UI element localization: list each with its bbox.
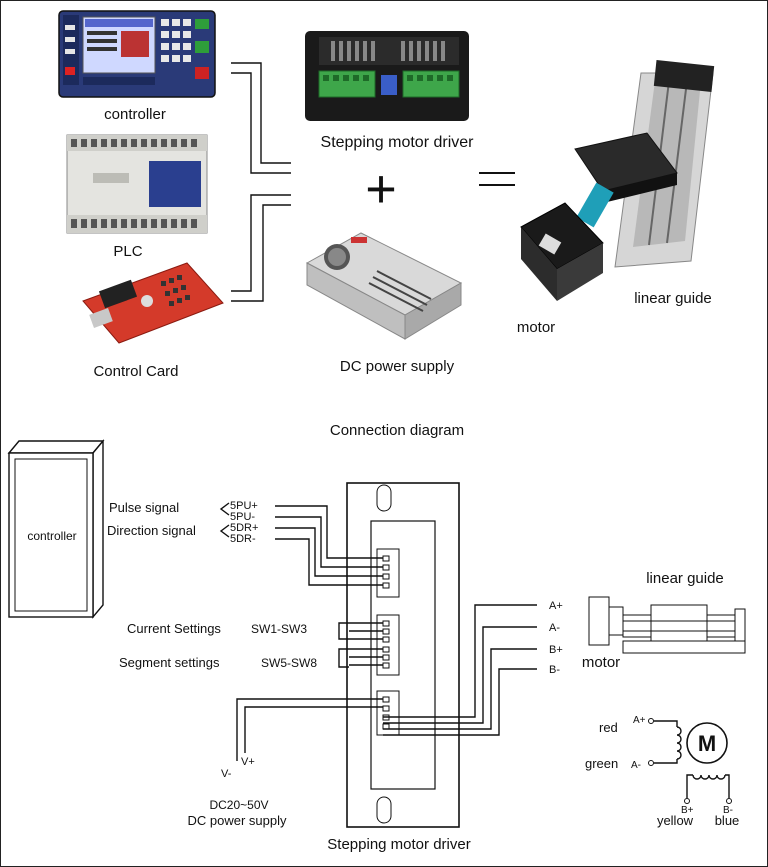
phase-a-plus: A+ — [549, 600, 563, 612]
pulse-signal-label: Pulse signal — [109, 500, 179, 515]
wire-a-plus-label: A+ — [633, 715, 646, 726]
motor-label: motor — [517, 319, 555, 336]
motor-m-icon: M — [698, 731, 716, 756]
driver-body — [346, 482, 460, 828]
stepping-motor-driver-image — [305, 31, 469, 121]
phase-b-minus: B- — [549, 664, 560, 676]
power-wires — [236, 698, 383, 761]
plus-symbol: + — [365, 159, 397, 219]
motor-phase-wires — [383, 604, 537, 736]
dc-power-supply-image — [305, 232, 463, 340]
plc-device-image — [66, 134, 208, 234]
controller-bracket — [231, 62, 291, 302]
controller-box — [7, 439, 105, 619]
pulse-bracket — [219, 502, 230, 516]
current-settings-label: Current Settings — [127, 621, 221, 636]
dc-range-label: DC20~50V — [209, 798, 268, 812]
wire-yellow-label: yellow — [657, 813, 694, 828]
motor-schematic-label: motor — [582, 654, 620, 671]
linear-guide-image — [520, 60, 715, 301]
plc-label: PLC — [113, 243, 142, 260]
signal-wires — [275, 505, 383, 586]
dc-power-supply-label: DC power supply — [188, 813, 287, 828]
linear-guide-schematic-label: linear guide — [646, 570, 724, 587]
phase-b-plus: B+ — [549, 644, 563, 656]
direction-signal-label: Direction signal — [107, 523, 196, 538]
driver-bottom-label: Stepping motor driver — [327, 836, 470, 853]
linear-guide-schematic — [588, 596, 746, 654]
phase-a-minus: A- — [549, 622, 560, 634]
v-minus-label: V- — [221, 768, 232, 780]
sw5-sw8-label: SW5-SW8 — [261, 656, 317, 670]
pin-5dr-minus: 5DR- — [230, 533, 256, 545]
diagram-title: Connection diagram — [330, 422, 464, 439]
controller-device-image — [58, 10, 216, 98]
control-card-label: Control Card — [93, 363, 178, 380]
direction-bracket — [219, 524, 230, 538]
wire-b-plus-label: B+ — [681, 805, 694, 816]
setting-connectors — [338, 622, 383, 668]
pin-5pu-plus: 5PU+ — [230, 500, 258, 512]
wire-red-label: red — [599, 720, 618, 735]
wire-a-minus-label: A- — [631, 760, 641, 771]
pin-5pu-minus: 5PU- — [230, 511, 255, 523]
wire-b-minus-label: B- — [723, 805, 733, 816]
segment-settings-label: Segment settings — [119, 655, 220, 670]
sw1-sw3-label: SW1-SW3 — [251, 622, 307, 636]
linear-guide-label: linear guide — [634, 290, 712, 307]
controller-label: controller — [104, 106, 166, 123]
motor-winding-diagram — [648, 718, 732, 804]
wire-green-label: green — [585, 756, 618, 771]
wire-blue-label: blue — [715, 813, 740, 828]
controller-box-label: controller — [27, 529, 76, 543]
pin-5dr-plus: 5DR+ — [230, 522, 258, 534]
equals-symbol — [479, 172, 515, 186]
driver-label: Stepping motor driver — [321, 134, 475, 151]
v-plus-label: V+ — [241, 756, 255, 768]
power-supply-label: DC power supply — [340, 358, 455, 375]
control-card-image — [82, 262, 224, 344]
